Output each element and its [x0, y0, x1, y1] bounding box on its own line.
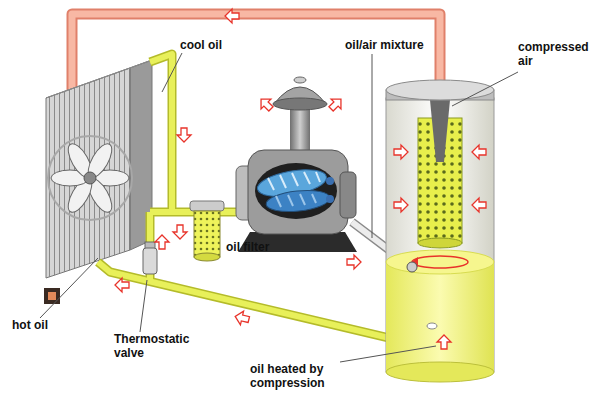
hot-oil-port	[44, 288, 60, 304]
leader-line	[340, 346, 436, 362]
flow-arrow	[394, 198, 408, 212]
fan-shroud	[48, 136, 132, 220]
callout-label: cool oil	[180, 38, 222, 52]
rotor-lobes	[268, 172, 320, 190]
callout-label: oil filter	[226, 240, 269, 254]
leader-line	[40, 258, 98, 318]
separator-tank	[386, 80, 494, 382]
flow-arrow	[347, 255, 361, 269]
leader-lines	[40, 53, 518, 362]
tank-bottom	[386, 362, 494, 382]
separator-bottom	[418, 238, 462, 248]
drain-hole	[427, 323, 437, 329]
callout-label: oil heated by compression	[250, 362, 350, 390]
flow-arrows	[115, 9, 486, 349]
tank-body	[386, 98, 494, 372]
leader-line	[162, 53, 182, 92]
oil-sump	[386, 262, 494, 372]
female-rotor	[265, 188, 331, 215]
callout-label: oil/air mixture	[345, 38, 424, 52]
flow-arrow	[394, 145, 408, 159]
leader-line	[372, 54, 373, 238]
intake-stem	[290, 104, 310, 154]
flow-arrow	[173, 225, 187, 239]
leader-line	[140, 280, 147, 332]
flow-arrow	[472, 198, 486, 212]
flow-arrow	[472, 145, 486, 159]
fan-hub	[84, 172, 96, 184]
oil-surface	[386, 250, 494, 274]
rotor-cutaway	[255, 163, 337, 219]
flow-arrow	[326, 94, 346, 114]
valve-body	[143, 248, 157, 274]
compressor-housing	[248, 150, 348, 234]
dip-tube	[430, 100, 450, 162]
flow-arrow	[155, 235, 169, 249]
rotor-shaft	[326, 195, 334, 203]
flow-arrow	[177, 128, 191, 142]
leader-line	[452, 72, 518, 106]
flow-arrow	[225, 9, 239, 23]
intake-knob	[294, 77, 306, 83]
oil-cooler	[46, 60, 152, 278]
callout-label: Thermostatic valve	[114, 332, 200, 360]
thermostatic-valve	[143, 242, 157, 274]
oil-filter	[190, 201, 224, 261]
rotor-shaft	[326, 177, 334, 185]
flow-arrow	[437, 335, 451, 349]
filter-element	[194, 211, 220, 257]
rotor-lobes	[276, 194, 316, 207]
oil-pipe-outline	[150, 54, 172, 212]
tank-cap	[386, 80, 494, 100]
filter-head	[190, 201, 224, 211]
inlet-nozzle	[407, 262, 417, 272]
cooler-face	[46, 68, 130, 278]
screw-compressor	[236, 77, 357, 252]
cooler-top	[46, 60, 152, 98]
swirl	[412, 256, 468, 268]
callout-label: compressed air	[518, 40, 593, 68]
intake-filter-rim	[273, 98, 327, 110]
filter-bottom	[194, 253, 220, 261]
flow-arrow	[115, 278, 129, 292]
callout-label: hot oil	[12, 318, 48, 332]
hot-oil-port-center	[48, 292, 56, 300]
outlet-flange	[340, 172, 356, 218]
flow-arrow	[234, 310, 251, 327]
oil-pipe	[150, 54, 172, 212]
flow-arrow	[256, 94, 276, 114]
